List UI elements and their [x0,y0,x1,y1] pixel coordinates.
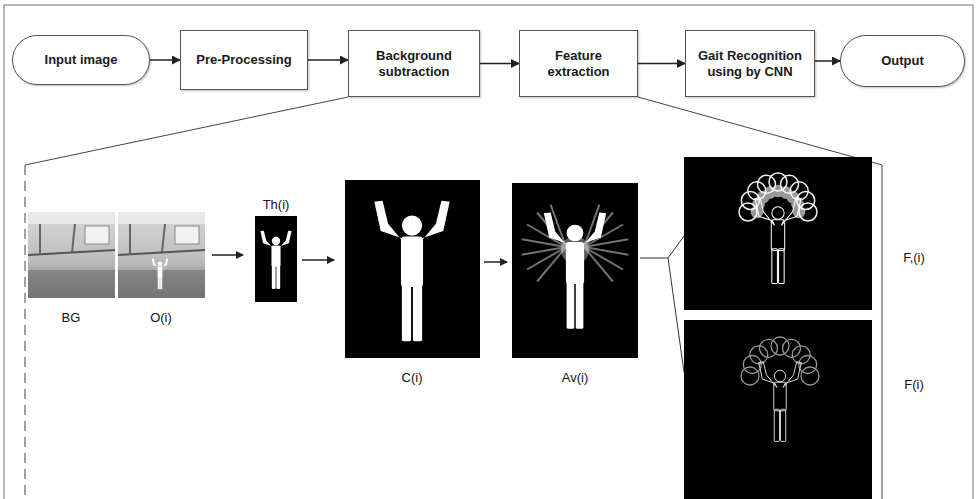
box-text: Pre-Processing [196,52,291,68]
process-box: Background subtraction [348,30,480,97]
image-label: F,(i) [903,250,925,266]
flow-arrow [480,63,519,65]
feature-image [684,320,872,499]
flow-arrow [815,60,840,62]
box-text: Gait Recognition using by CNN [692,48,808,79]
bracket [668,258,684,372]
image-label: C(i) [402,370,423,386]
terminal-pill: Input image [12,35,150,85]
bracket [640,258,668,259]
step-arrow [484,261,507,263]
zoom-line [638,97,882,165]
step-arrow [212,254,243,256]
image-label: O(i) [150,310,172,326]
terminal-pill: Output [840,35,965,87]
flow-arrow [150,59,180,61]
box-text: Output [881,53,924,69]
process-box: Gait Recognition using by CNN [685,30,815,97]
zoom-line [25,97,348,165]
image-label: BG [62,310,81,326]
step-arrow [302,259,334,261]
threshold-silhouette [255,216,297,302]
box-text: Background subtraction [355,48,473,79]
image-label: F(i) [904,377,924,393]
box-text: Input image [45,52,118,68]
process-box: Feature extraction [519,30,638,97]
bracket [668,236,684,258]
frame-photo [118,212,205,298]
clean-silhouette [345,180,480,358]
flow-arrow [638,63,685,65]
process-box: Pre-Processing [180,30,308,90]
average-image [512,183,638,358]
outer-frame [4,5,973,499]
zoom-dashed-line [25,165,26,499]
box-text: Feature extraction [526,48,631,79]
image-label: Av(i) [562,370,588,386]
image-label: Th(i) [263,197,290,213]
feature-image [684,157,872,310]
zoom-line [882,165,883,499]
background-photo [28,212,115,298]
flow-arrow [308,59,348,61]
